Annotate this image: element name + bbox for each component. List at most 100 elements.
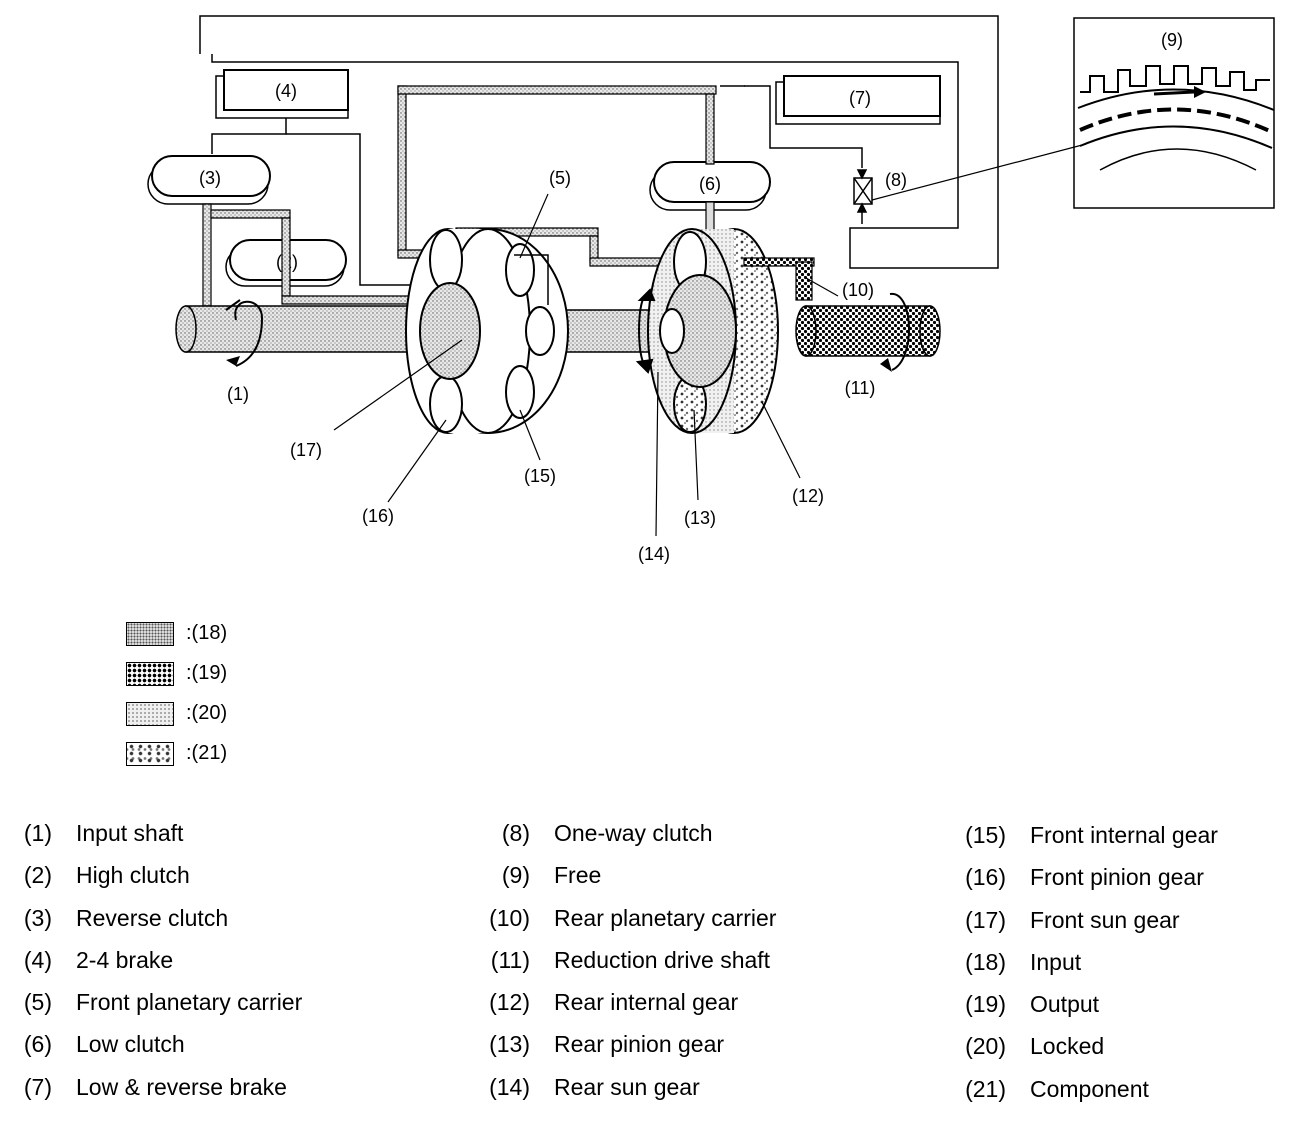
callout-13: (13)	[684, 508, 716, 528]
parts-column-1: (1)Input shaft (2) High clutch (3) Reverse…	[0, 820, 460, 1116]
input-swatch	[126, 622, 174, 646]
part-name: Rear sun gear	[554, 1073, 700, 1100]
low-reverse-brake: (7)	[775, 75, 941, 125]
output-swatch	[126, 662, 174, 686]
part-item: (19) Output	[940, 991, 1312, 1033]
callout-16: (16)	[362, 506, 394, 526]
part-number: (20)	[965, 1033, 1006, 1060]
parts-column-3: (15)Front internal gear (16)Front pinion…	[940, 822, 1312, 1118]
parts-list: (1)Input shaft (2) High clutch (3) Reverse…	[0, 820, 1312, 1120]
part-item: (20) Locked	[940, 1033, 1312, 1075]
part-name: Rear planetary carrier	[554, 904, 777, 931]
part-number: (8)	[501, 820, 530, 846]
callout-17: (17)	[290, 440, 322, 460]
part-name: Low clutch	[76, 1031, 185, 1058]
part-item: (6) Low clutch	[0, 1031, 460, 1073]
part-name: 2-4 brake	[76, 946, 174, 973]
front-planetary-set	[405, 228, 569, 434]
part-number: (5)	[23, 989, 52, 1016]
transmission-diagram: (4) (7) (3) (2) (6)	[147, 15, 1275, 564]
part-item: (16)Front pinion gear	[940, 864, 1312, 906]
legend-item-input: :(18)	[126, 618, 346, 658]
part-item: (1)Input shaft	[0, 820, 460, 862]
part-item: (8) One-way clutch	[460, 820, 920, 862]
part-name: High clutch	[76, 862, 190, 889]
reduction-drive-shaft	[795, 292, 941, 372]
legend-label: :(20)	[186, 702, 228, 724]
part-number: (10)	[489, 904, 530, 931]
part-number: (14)	[489, 1073, 530, 1100]
part-name: Front internal gear	[1030, 822, 1218, 848]
part-name: Rear pinion gear	[554, 1031, 725, 1058]
callout-15: (15)	[524, 466, 556, 486]
low-clutch: (6)	[649, 161, 771, 211]
legend-item-component: :(21)	[126, 738, 346, 778]
parts-column-2: (8) One-way clutch (9) Free (10) Rear plane…	[460, 820, 920, 1116]
part-item: (14) Rear sun gear	[460, 1074, 920, 1116]
callout-6: (6)	[699, 174, 721, 194]
callout-7: (7)	[849, 88, 871, 108]
part-number: (18)	[965, 948, 1006, 975]
part-number: (3)	[23, 904, 52, 931]
part-number: (16)	[965, 864, 1006, 891]
inset-leader	[871, 143, 1087, 201]
callout-4: (4)	[275, 81, 297, 101]
callout-3: (3)	[199, 168, 221, 188]
part-item: (7) Low & reverse brake	[0, 1074, 460, 1116]
legend-label: :(19)	[186, 662, 228, 684]
legend-label: :(21)	[186, 742, 228, 764]
brake-2-4: (4)	[215, 69, 349, 119]
part-number: (19)	[965, 991, 1006, 1018]
part-item: (2) High clutch	[0, 862, 460, 904]
rear-planetary-set	[635, 228, 779, 434]
part-item: (13) Rear pinion gear	[460, 1031, 920, 1073]
part-name: Reduction drive shaft	[554, 946, 771, 973]
locked-swatch	[126, 702, 174, 726]
part-item: (5)Front planetary carrier	[0, 989, 460, 1031]
part-number: (13)	[489, 1031, 530, 1058]
leader-lines	[333, 193, 839, 537]
part-item: (21) Component	[940, 1076, 1312, 1118]
part-number: (17)	[965, 906, 1006, 933]
one-way-clutch-symbol	[853, 169, 873, 213]
callout-8: (8)	[885, 170, 907, 190]
callout-1: (1)	[227, 384, 249, 404]
part-number: (21)	[965, 1075, 1006, 1102]
part-item: (17)Front sun gear	[940, 907, 1312, 949]
part-number: (6)	[23, 1031, 52, 1058]
part-number: (11)	[490, 946, 530, 973]
callout-12: (12)	[792, 486, 824, 506]
part-number: (2)	[23, 862, 52, 889]
part-number: (9)	[501, 862, 530, 889]
rear-carrier-output-path	[743, 257, 815, 301]
callout-10: (10)	[842, 280, 874, 300]
input-shaft	[175, 299, 409, 367]
part-name: Rear internal gear	[554, 989, 739, 1016]
part-name: Low & reverse brake	[76, 1073, 287, 1100]
legend-item-output: :(19)	[126, 658, 346, 698]
callout-14: (14)	[638, 544, 670, 564]
part-name: Output	[1030, 991, 1100, 1018]
part-name: Input	[1030, 948, 1082, 975]
part-item: (12)Rear internal gear	[460, 989, 920, 1031]
callout-11: (11)	[845, 378, 876, 398]
part-name: Free	[554, 862, 602, 889]
part-name: One-way clutch	[554, 820, 713, 846]
part-item: (11) Reduction drive shaft	[460, 947, 920, 989]
free-detail-inset: (9)	[1073, 17, 1275, 209]
legend: :(18) :(19) :(20) :(21)	[126, 618, 346, 778]
part-number: (1)	[23, 820, 52, 846]
legend-label: :(18)	[186, 622, 228, 644]
part-name: Component	[1030, 1075, 1149, 1102]
reverse-clutch: (3)	[147, 155, 271, 205]
part-item: (3) Reverse clutch	[0, 905, 460, 947]
part-number: (7)	[23, 1073, 52, 1100]
part-number: (4)	[23, 946, 52, 973]
part-item: (4) 2-4 brake	[0, 947, 460, 989]
part-name: Locked	[1030, 1033, 1105, 1060]
part-item: (9) Free	[460, 862, 920, 904]
callout-9: (9)	[1161, 30, 1183, 50]
part-name: Reverse clutch	[76, 904, 229, 931]
legend-item-locked: :(20)	[126, 698, 346, 738]
part-item: (15)Front internal gear	[940, 822, 1312, 864]
